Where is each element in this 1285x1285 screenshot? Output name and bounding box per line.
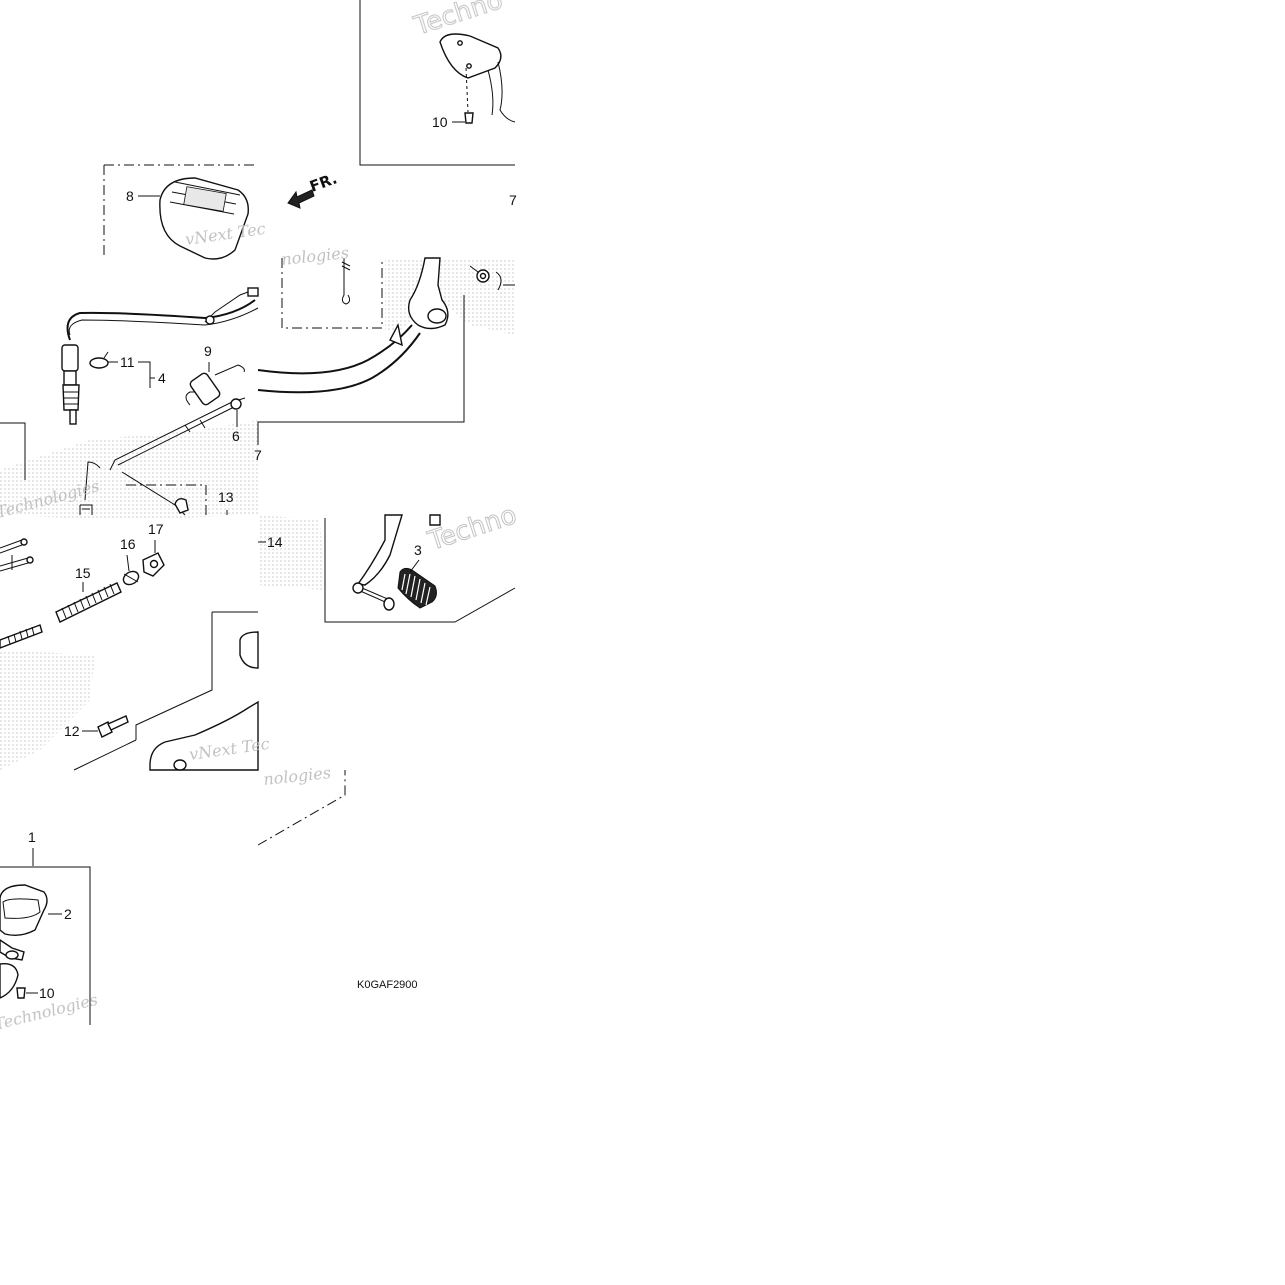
direction-marker: FR. xyxy=(307,169,339,195)
callout-14: 14 xyxy=(258,534,283,550)
nut-17 xyxy=(142,552,165,577)
bolt-12 xyxy=(97,715,129,738)
threaded-rod xyxy=(0,624,43,649)
callout-7-top: 7 xyxy=(509,192,517,208)
frame-brake-pedal xyxy=(257,258,465,445)
svg-text:11: 11 xyxy=(120,354,135,370)
callout-12: 12 xyxy=(64,723,98,739)
joint-16 xyxy=(122,570,140,586)
frame-left xyxy=(0,422,228,515)
callout-13: 13 xyxy=(218,489,234,505)
frame-lower-middle xyxy=(73,611,346,846)
pedal-rubber-3 xyxy=(397,567,437,609)
stop-switch-4 xyxy=(61,287,259,425)
footpeg-2 xyxy=(0,884,48,999)
adjuster-spring-15 xyxy=(55,582,122,623)
svg-text:13: 13 xyxy=(218,489,234,505)
svg-text:4: 4 xyxy=(158,370,166,386)
svg-text:10: 10 xyxy=(432,114,448,130)
halftone-background xyxy=(0,258,515,770)
svg-text:7: 7 xyxy=(509,192,517,208)
callout-2: 2 xyxy=(48,906,72,922)
callout-10-lower: 10 xyxy=(26,985,55,1001)
svg-text:7: 7 xyxy=(254,447,262,463)
svg-text:3: 3 xyxy=(414,542,422,558)
callout-6: 6 xyxy=(232,410,240,444)
return-spring-small xyxy=(341,258,351,305)
figure-code: K0GAF2900 xyxy=(357,979,418,991)
rod-link-13 xyxy=(121,471,189,516)
callout-9: 9 xyxy=(204,343,212,372)
svg-text:6: 6 xyxy=(232,428,240,444)
svg-text:17: 17 xyxy=(148,521,164,537)
frame-part-1 xyxy=(0,848,91,1025)
callout-15: 15 xyxy=(75,565,91,592)
svg-text:1: 1 xyxy=(28,829,36,845)
bracket-lower-middle xyxy=(149,631,259,771)
callout-7-mid: 7 xyxy=(254,447,262,463)
callout-10-top: 10 xyxy=(432,114,465,130)
svg-text:12: 12 xyxy=(64,723,80,739)
svg-text:10: 10 xyxy=(39,985,55,1001)
callout-16: 16 xyxy=(120,536,136,572)
pin-hook xyxy=(79,461,101,515)
brake-rod-6 xyxy=(109,397,246,471)
clip-11 xyxy=(89,351,109,369)
footpeg-bracket-upper xyxy=(439,33,516,124)
callout-3: 3 xyxy=(409,542,422,573)
svg-text:nologies: nologies xyxy=(262,763,331,789)
pedal-arm-3 xyxy=(352,514,441,611)
svg-text:15: 15 xyxy=(75,565,91,581)
direction-arrow-icon xyxy=(287,189,315,209)
svg-text:Techno: Techno xyxy=(424,500,520,557)
brake-pedal-arm xyxy=(257,257,515,394)
callout-17: 17 xyxy=(148,521,164,553)
frame-upper-right xyxy=(359,0,515,166)
frame-part-8 xyxy=(103,164,258,258)
svg-text:8: 8 xyxy=(126,188,134,204)
callout-11-4: 11 4 xyxy=(108,354,166,388)
svg-text:2: 2 xyxy=(64,906,72,922)
callout-8: 8 xyxy=(126,188,160,204)
callout-1: 1 xyxy=(28,829,36,845)
svg-text:14: 14 xyxy=(267,534,283,550)
joint-pins-left xyxy=(0,538,34,572)
bolt-10-lower xyxy=(16,987,26,999)
frame-part-3 xyxy=(324,518,516,623)
return-spring-9 xyxy=(185,364,245,406)
footpeg-rubber-8 xyxy=(159,177,249,260)
svg-text:nologies: nologies xyxy=(280,243,349,269)
svg-text:16: 16 xyxy=(120,536,136,552)
svg-text:9: 9 xyxy=(204,343,212,359)
